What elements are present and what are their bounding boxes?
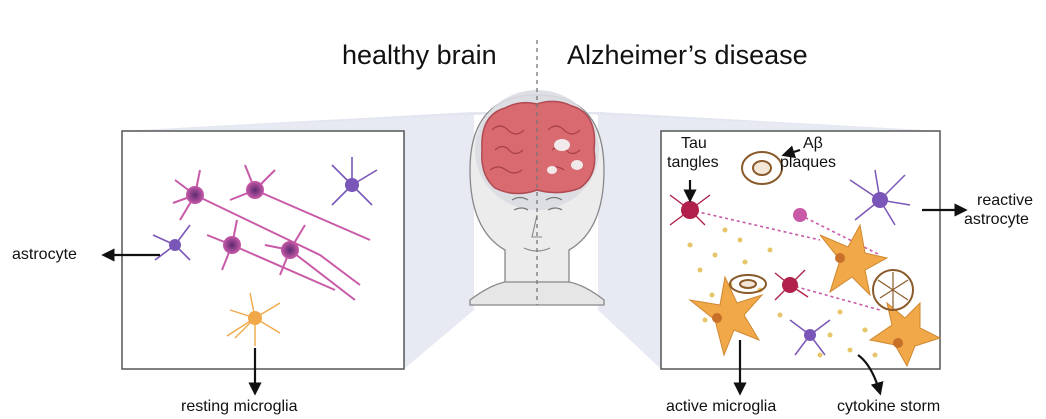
title-alzheimers-disease: Alzheimer’s disease	[567, 40, 808, 71]
healthy-panel	[122, 131, 404, 369]
label-astrocyte: astrocyte	[12, 246, 77, 264]
label-resting-microglia: resting microglia	[181, 398, 297, 416]
label-reactive-line1: reactive	[977, 192, 1033, 210]
head-illustration	[470, 40, 604, 305]
title-healthy-brain: healthy brain	[342, 40, 497, 71]
label-tau-line2: tangles	[667, 154, 719, 172]
label-active-microglia: active microglia	[666, 398, 776, 416]
label-abeta-line2: plaques	[780, 154, 836, 172]
label-abeta-line1: Aβ	[803, 135, 823, 153]
label-tau-line1: Tau	[681, 135, 707, 153]
label-cytokine-storm: cytokine storm	[837, 398, 940, 416]
label-reactive-line2: astrocyte	[964, 211, 1029, 229]
